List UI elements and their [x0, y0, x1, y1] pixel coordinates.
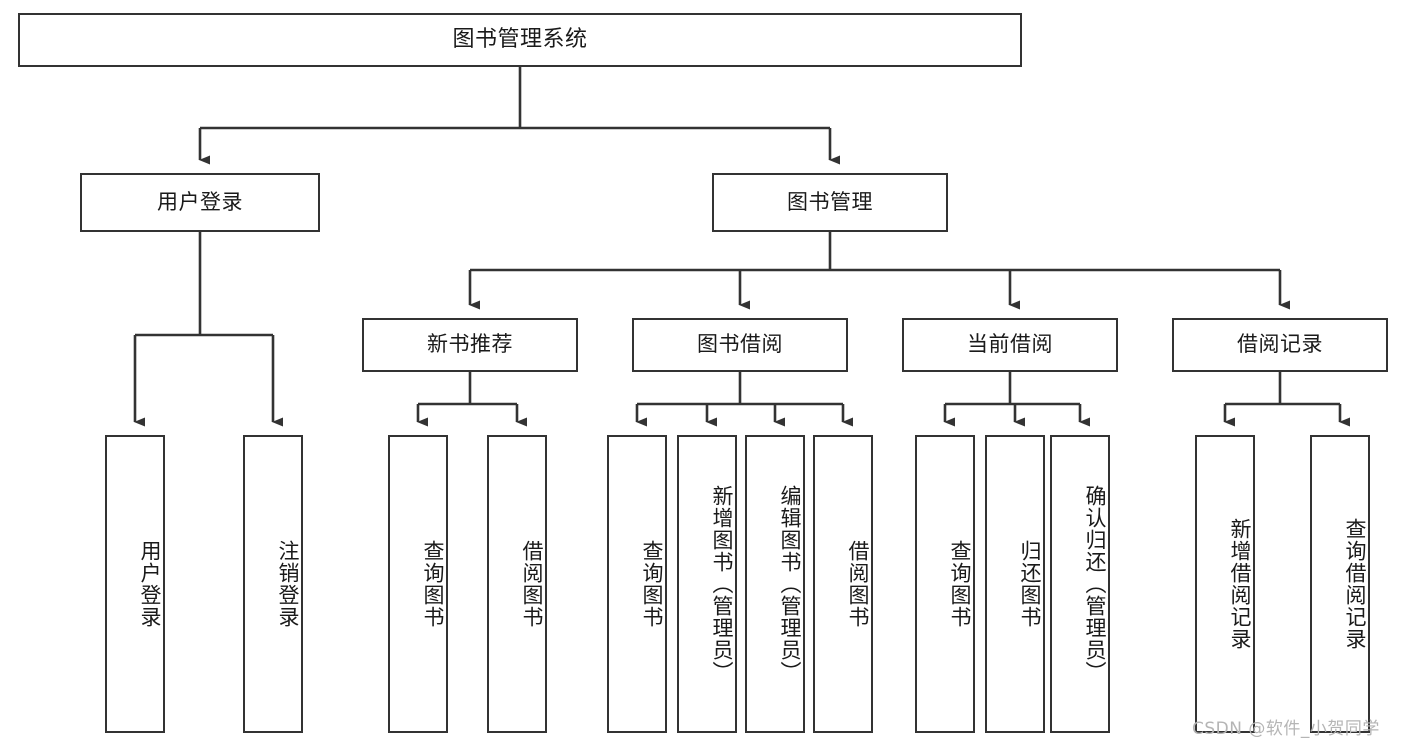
node-level3-borrow-record[interactable]: 借阅记录: [1172, 318, 1388, 372]
node-leaf-borrow-book-recommend[interactable]: 借阅图书: [487, 435, 547, 733]
node-leaf-user-login[interactable]: 用户登录: [105, 435, 165, 733]
node-leaf-logout[interactable]: 注销登录: [243, 435, 303, 733]
node-leaf-query-borrow-record[interactable]: 查询借阅记录: [1310, 435, 1370, 733]
node-level3-new-book-recommendation[interactable]: 新书推荐: [362, 318, 578, 372]
node-leaf-add-borrow-record[interactable]: 新增借阅记录: [1195, 435, 1255, 733]
node-leaf-query-book-borrow[interactable]: 查询图书: [607, 435, 667, 733]
node-leaf-edit-book-admin[interactable]: 编辑图书（管理员）: [745, 435, 805, 733]
node-root-book-management-system[interactable]: 图书管理系统: [18, 13, 1022, 67]
node-level2-user-login[interactable]: 用户登录: [80, 173, 320, 232]
node-level3-book-borrow[interactable]: 图书借阅: [632, 318, 848, 372]
node-leaf-add-book-admin[interactable]: 新增图书（管理员）: [677, 435, 737, 733]
node-leaf-query-book-recommend[interactable]: 查询图书: [388, 435, 448, 733]
node-leaf-return-book[interactable]: 归还图书: [985, 435, 1045, 733]
node-leaf-borrow-book[interactable]: 借阅图书: [813, 435, 873, 733]
node-level2-book-management[interactable]: 图书管理: [712, 173, 948, 232]
csdn-watermark: CSDN @软件_小贺同学: [1192, 719, 1380, 739]
node-level3-current-borrow[interactable]: 当前借阅: [902, 318, 1118, 372]
node-leaf-confirm-return-admin[interactable]: 确认归还（管理员）: [1050, 435, 1110, 733]
node-leaf-query-book-current[interactable]: 查询图书: [915, 435, 975, 733]
